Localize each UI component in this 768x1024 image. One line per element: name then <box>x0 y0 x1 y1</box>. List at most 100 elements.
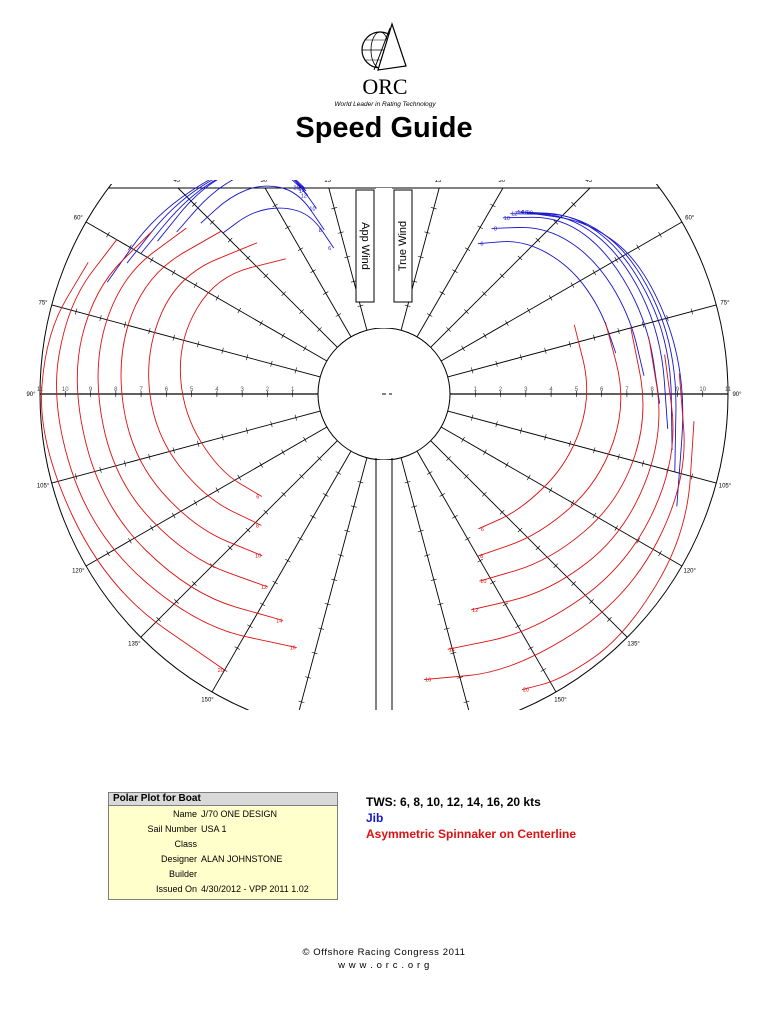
app-wind-curve-label: 20 <box>218 668 224 674</box>
angle-label: 150° <box>201 698 214 704</box>
radial-tick <box>215 487 220 493</box>
angle-label: 60° <box>74 216 84 222</box>
radial-tick <box>483 449 487 456</box>
radial-tick <box>237 474 242 481</box>
true-wind-label: True Wind <box>397 221 409 271</box>
radial-spoke <box>51 410 321 484</box>
radial-tick <box>450 651 457 655</box>
radial-tick <box>526 474 531 481</box>
true-wind-curve-label: 10 <box>504 216 510 222</box>
speed-tick-label: 3 <box>241 387 245 393</box>
info-value: USA 1 <box>201 824 227 834</box>
radial-tick <box>464 474 469 479</box>
info-label: Class <box>174 839 197 849</box>
true-wind-curve-label: 8 <box>480 554 483 560</box>
app-wind-curve-label: 10 <box>309 206 315 212</box>
radial-tick <box>426 313 433 317</box>
logo-tagline: World Leader in Rating Technology <box>334 101 436 108</box>
radial-tick <box>571 581 576 586</box>
radial-tick <box>452 269 458 273</box>
true-wind-curve-spinnaker-14 <box>447 354 674 650</box>
radial-tick <box>337 231 344 234</box>
app-wind-curve-label: 6 <box>328 246 331 252</box>
radial-tick <box>527 646 534 650</box>
page-title: Speed Guide <box>295 112 473 144</box>
speed-tick-label: 1 <box>291 387 295 393</box>
true-wind-curve-spinnaker-12 <box>471 337 660 611</box>
radial-tick <box>464 247 471 252</box>
radial-spoke <box>400 187 440 331</box>
radial-tick <box>553 219 559 225</box>
radial-tick <box>437 603 444 606</box>
radial-tick <box>281 291 287 297</box>
radial-tick <box>259 462 263 468</box>
true-wind-curve-spinnaker-20 <box>521 421 695 691</box>
radial-tick <box>75 473 78 480</box>
radial-spoke <box>416 187 504 338</box>
app-wind-curve-label: 14 <box>276 619 282 625</box>
radial-tick <box>298 700 305 703</box>
app-wind-curve-label: 16 <box>298 186 304 192</box>
radial-spoke <box>298 457 368 711</box>
app-wind-box <box>355 189 375 303</box>
radial-tick <box>571 202 576 207</box>
info-value: J/70 ONE DESIGN <box>201 809 278 819</box>
radial-spoke <box>416 450 557 693</box>
radial-tick <box>666 315 669 322</box>
info-label: Issued On <box>155 884 197 894</box>
radial-tick <box>592 512 597 519</box>
radial-tick <box>490 203 496 208</box>
true-wind-curve-label: 20 <box>523 688 529 694</box>
boat-info-table: Polar Plot for Boat Name J/70 ONE DESIGN… <box>108 792 338 900</box>
angle-label: 30° <box>498 180 508 184</box>
globe-sail-icon <box>361 22 407 71</box>
radial-tick <box>156 617 161 622</box>
radial-tick <box>317 327 322 332</box>
true-wind-curve-label: 10 <box>480 579 486 585</box>
radial-tick <box>589 599 594 604</box>
radial-tick <box>617 328 620 335</box>
radial-tick <box>237 307 242 314</box>
angle-label: 120° <box>72 569 85 575</box>
angle-label: 90° <box>26 392 36 398</box>
legend-tws: TWS: 6, 8, 10, 12, 14, 16, 20 kts <box>366 795 541 809</box>
footer: © Offshore Racing Congress 2011 w w w . … <box>0 946 768 972</box>
radial-tick <box>272 580 278 585</box>
speed-tick-label: 3 <box>524 387 528 393</box>
radial-tick <box>568 440 571 447</box>
radial-spoke <box>85 221 328 362</box>
radial-tick <box>505 320 509 326</box>
radial-tick <box>452 515 458 519</box>
app-wind-curve-label: 10 <box>255 554 261 560</box>
radial-tick <box>617 453 620 460</box>
radial-tick <box>305 676 312 679</box>
app-wind-curve-label: 8 <box>256 523 259 529</box>
radial-tick <box>404 481 411 484</box>
radial-tick <box>464 309 469 314</box>
radial-tick <box>75 308 78 315</box>
radial-tick <box>535 237 541 243</box>
true-wind-curve-jib-14 <box>516 211 673 451</box>
radial-spoke <box>140 440 338 638</box>
speed-tick-label: 9 <box>676 387 680 393</box>
app-wind-curve-spinnaker-20 <box>41 262 225 671</box>
radial-tick <box>234 646 241 650</box>
radial-tick <box>439 291 446 295</box>
app-wind-curve-jib-12 <box>157 180 309 242</box>
radial-tick <box>446 327 451 332</box>
radial-tick <box>592 269 597 276</box>
radial-tick <box>294 414 297 421</box>
app-wind-curve-label: 12 <box>261 585 267 591</box>
radial-tick <box>215 295 220 301</box>
app-wind-curve-spinnaker-8 <box>148 242 262 526</box>
radial-tick <box>570 282 575 288</box>
radial-spoke <box>447 410 717 484</box>
angle-label: 45° <box>173 180 183 184</box>
info-value: ALAN JOHNSTONE <box>201 854 283 864</box>
app-wind-label: App Wind <box>359 222 371 270</box>
radial-tick <box>548 295 553 301</box>
radial-spoke <box>430 187 591 348</box>
radial-tick <box>272 203 278 208</box>
angle-label: 120° <box>683 569 696 575</box>
radial-tick <box>357 304 364 307</box>
